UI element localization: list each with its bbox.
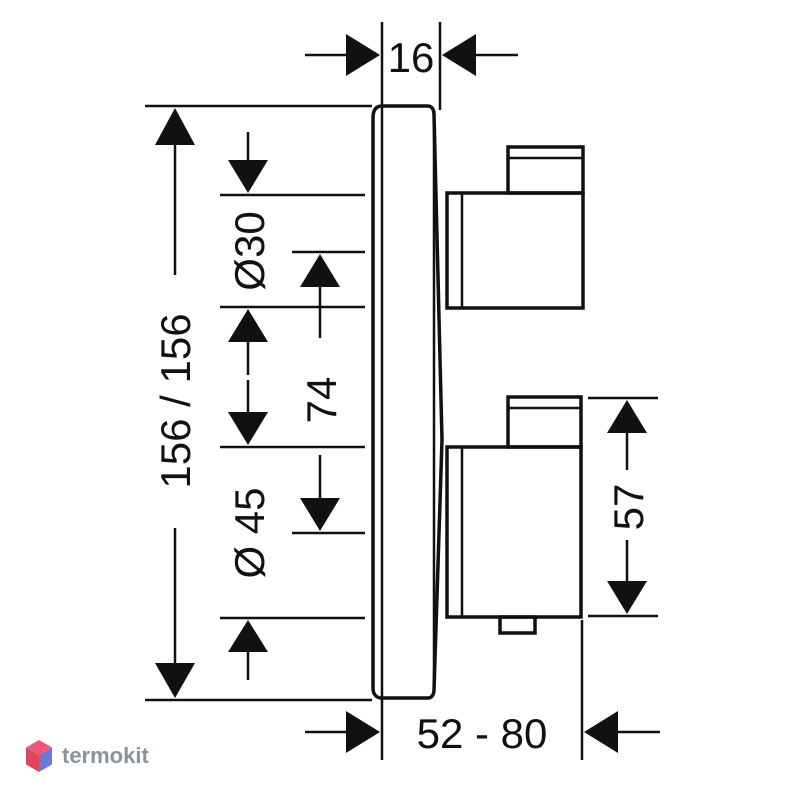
upper-knob [445,145,585,310]
logo-text: termokit [62,743,149,768]
arrow-16-left [346,34,380,76]
arrow-depth-left [346,711,380,753]
termokit-logo: termokit [24,736,149,776]
arrow-74-bottom [300,498,340,531]
lower-knob [445,395,583,635]
arrow-57-top [607,400,647,433]
dim-label-center-distance: 74 [298,377,345,424]
arrow-74-top [300,254,340,287]
arrow-156-top [155,108,195,145]
arrow-depth-right [584,711,618,753]
hexagon-logo-icon [26,740,52,772]
arrow-57-bottom [607,581,647,614]
arrow-156-bottom [155,663,195,698]
arrow-16-right [442,34,476,76]
arrow-d30-bottom [228,309,268,342]
dim-label-knob-height: 57 [605,484,652,531]
dim-label-lower-diameter: Ø 45 [226,487,273,578]
dim-label-depth-range: 52 - 80 [417,710,548,757]
arrow-d45-bottom [228,620,268,652]
arrow-d45-top [228,412,268,445]
trim-plate [371,104,444,700]
dim-label-upper-diameter: Ø30 [226,211,273,290]
dim-label-top-width: 16 [388,34,435,81]
arrow-d30-top [228,160,268,193]
dim-label-total-height: 156 / 156 [152,313,199,488]
